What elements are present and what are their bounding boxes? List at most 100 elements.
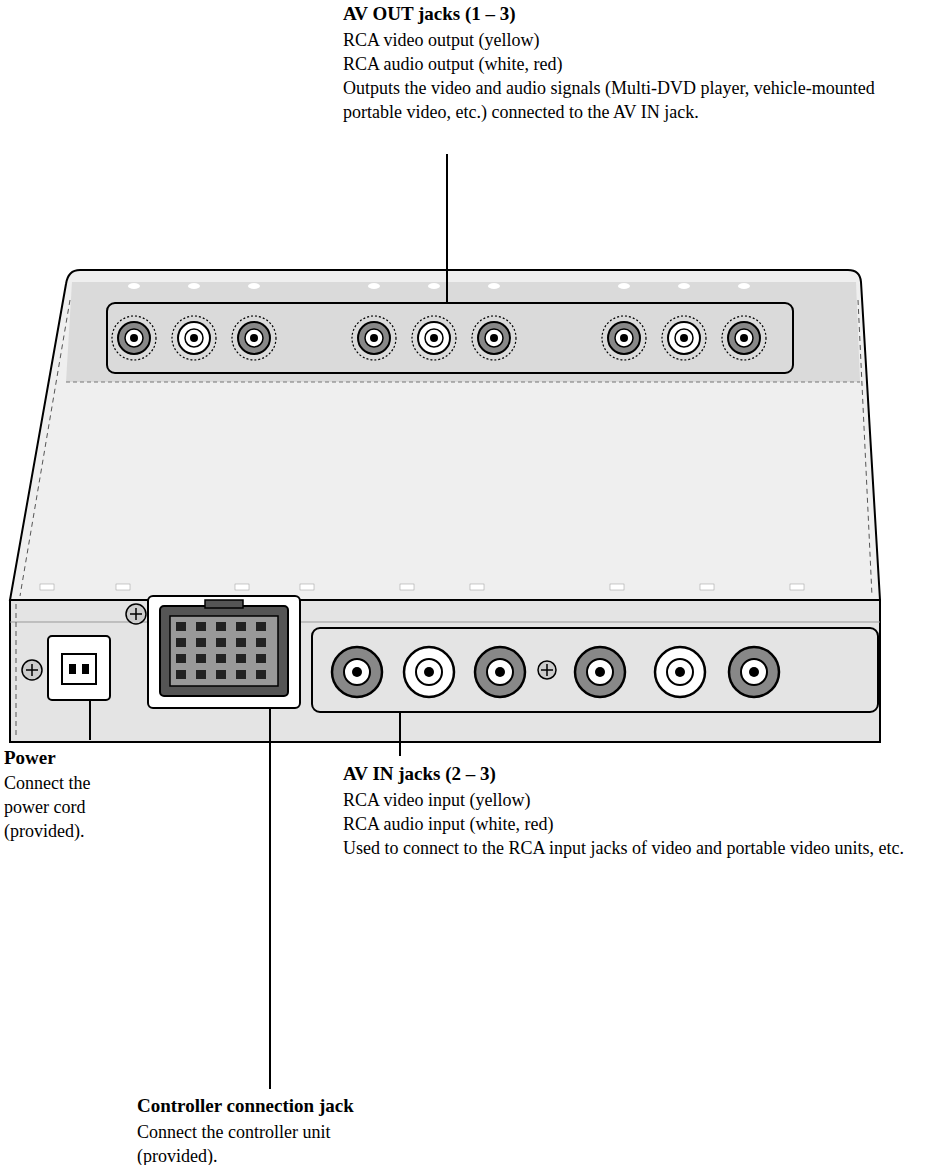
- screw: [130, 608, 142, 620]
- jack-mark: [368, 283, 380, 289]
- jack-hole: [741, 659, 767, 685]
- leader-line: [89, 742, 91, 743]
- jack-hole: [425, 329, 443, 347]
- jack-ring: [112, 316, 156, 360]
- jack-hole: [735, 329, 753, 347]
- power-pin: [82, 664, 89, 674]
- jack-ring: [352, 316, 396, 360]
- jack-pin: [370, 334, 378, 342]
- connector-pin: [176, 670, 186, 679]
- panel-mark: [300, 584, 314, 590]
- screw: [22, 660, 42, 680]
- jack-body: [729, 647, 779, 697]
- av-in-panel: [312, 628, 878, 712]
- callout-heading: AV IN jacks (2 – 3): [343, 762, 903, 786]
- fold-line: [66, 382, 860, 383]
- jack-hole: [185, 329, 203, 347]
- callout-text: Outputs the video and audio signals (Mul…: [343, 76, 918, 124]
- leader-line: [269, 708, 271, 1089]
- jack-body: [418, 322, 450, 354]
- panel-mark: [790, 584, 804, 590]
- connector-pin: [256, 654, 266, 663]
- screw: [126, 604, 146, 624]
- jack-pin: [130, 334, 138, 342]
- edge-dashes: [20, 300, 70, 596]
- jack-pin: [490, 334, 498, 342]
- panel-mark: [470, 584, 484, 590]
- edge-dashes: [16, 604, 17, 738]
- connector-pin: [216, 670, 226, 679]
- connector-pin: [216, 654, 226, 663]
- jack-body: [478, 322, 510, 354]
- jack-body: [655, 647, 705, 697]
- leader-line: [89, 700, 91, 740]
- connector-pin: [176, 654, 186, 663]
- jack-hole: [416, 659, 442, 685]
- screw: [538, 661, 556, 679]
- jack-hole: [485, 329, 503, 347]
- callout-heading: AV OUT jacks (1 – 3): [343, 2, 903, 26]
- panel-mark: [40, 584, 54, 590]
- power-panel: [48, 636, 110, 700]
- jack-hole: [487, 659, 513, 685]
- power-connector: [62, 654, 96, 684]
- jack-body: [178, 322, 210, 354]
- jack-ring: [172, 316, 216, 360]
- jack-ring: [662, 316, 706, 360]
- jack-hole: [615, 329, 633, 347]
- callout-heading: Power: [4, 746, 124, 770]
- jack-ring: [412, 316, 456, 360]
- connector-pin: [256, 670, 266, 679]
- power-pin: [69, 664, 76, 674]
- callout-text: RCA audio output (white, red): [343, 52, 918, 76]
- jack-pin: [740, 334, 748, 342]
- panel-mark: [400, 584, 414, 590]
- jack-mark: [428, 283, 440, 289]
- jack-mark: [488, 283, 500, 289]
- jack-body: [575, 647, 625, 697]
- connector-face: [170, 616, 278, 686]
- jack-pin: [352, 667, 362, 677]
- connector-pin: [176, 622, 186, 631]
- jack-pin: [430, 334, 438, 342]
- housing-top: [10, 270, 880, 600]
- panel-marks: [40, 584, 804, 590]
- jack-body: [608, 322, 640, 354]
- connector-pin: [236, 638, 246, 647]
- panel-mark: [610, 584, 624, 590]
- connector-pin: [216, 622, 226, 631]
- jack-pin: [495, 667, 505, 677]
- jack-body: [118, 322, 150, 354]
- screw: [26, 664, 38, 676]
- jack-hole: [245, 329, 263, 347]
- jack-pin: [749, 667, 759, 677]
- callout-text: Connect the power cord (provided).: [4, 771, 116, 843]
- callout-text: RCA video input (yellow): [343, 788, 921, 812]
- screw: [541, 664, 553, 676]
- panel-mark: [116, 584, 130, 590]
- callout-text: RCA video output (yellow): [343, 28, 918, 52]
- jack-ring: [602, 316, 646, 360]
- connector-pin: [236, 654, 246, 663]
- av-out-panel: [107, 303, 793, 373]
- jack-mark: [678, 283, 690, 289]
- jack-hole: [344, 659, 370, 685]
- connector-pins: [176, 622, 266, 679]
- jack-mark: [128, 283, 140, 289]
- connector-pin: [176, 638, 186, 647]
- connector-pin: [196, 638, 206, 647]
- av-out-jacks: [112, 283, 766, 360]
- leader-line: [446, 154, 448, 302]
- jack-hole: [587, 659, 613, 685]
- jack-ring: [232, 316, 276, 360]
- jack-pin: [424, 667, 434, 677]
- panel-mark: [700, 584, 714, 590]
- controller-connector: [160, 606, 288, 696]
- jack-pin: [675, 667, 685, 677]
- jack-mark: [738, 283, 750, 289]
- connector-pin: [216, 638, 226, 647]
- jack-hole: [667, 659, 693, 685]
- rear-band: [66, 282, 860, 382]
